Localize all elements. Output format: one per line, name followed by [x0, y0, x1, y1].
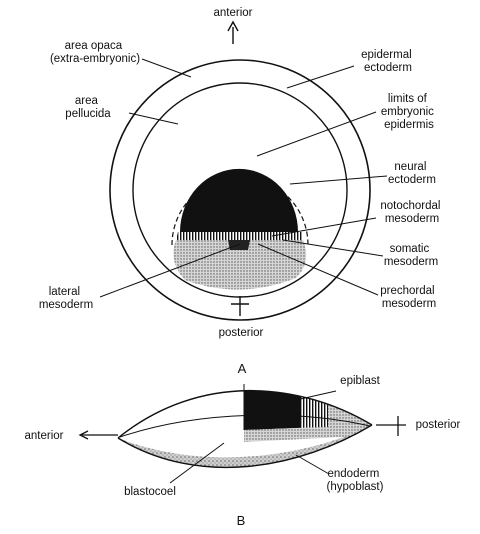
lateral-mesoderm-leader — [99, 243, 241, 298]
posterior-label-b: posterior — [416, 419, 461, 431]
neural-ectoderm-region — [180, 168, 298, 232]
area-opaca-leader — [141, 58, 192, 78]
anterior-label-a: anterior — [214, 7, 253, 19]
blastocoel-roof-line — [119, 414, 371, 438]
posterior-label-a: posterior — [219, 327, 264, 339]
prechordal-mesoderm-label: prechordal mesoderm — [380, 285, 438, 310]
anterior-arrowhead-b — [78, 430, 89, 440]
epiblast-leader — [273, 390, 337, 406]
area-opaca-ring — [109, 59, 371, 321]
blastocoel-leader — [169, 442, 225, 484]
prechordal-mesoderm-region — [228, 240, 250, 250]
blastoderm-outline-lower — [117, 424, 373, 469]
neural-ectoderm-leader — [289, 175, 388, 185]
blastoderm-outline-upper — [117, 389, 373, 439]
epiblast-label: epiblast — [340, 375, 380, 387]
area-opaca-label: area opaca (extra-embryonic) — [50, 40, 140, 65]
anterior-label-b: anterior — [25, 430, 64, 442]
epidermal-ectoderm-label: epidermal ectoderm — [361, 49, 415, 74]
notochordal-mesoderm-label: notochordal mesoderm — [380, 200, 443, 225]
limits-embryonic-epidermis-leader — [256, 111, 377, 157]
diagram-b: anterior posterior epiblast blastocoel e… — [25, 375, 461, 528]
anterior-arrowhead — [227, 20, 239, 32]
endoderm-label: endoderm (hypoblast) — [327, 468, 384, 493]
diagram-a: anterior posterior area opaca (extra-emb… — [39, 7, 443, 376]
prechordal-mesoderm-leader — [257, 243, 379, 296]
area-pellucida-label: area pellucida — [65, 95, 111, 120]
area-pellucida-leader — [128, 112, 179, 125]
notochordal-mesoderm-leader — [271, 217, 377, 237]
epiblast-black-block — [244, 390, 300, 430]
epidermal-ectoderm-leader — [286, 65, 355, 89]
limits-embryonic-epidermis-label: limits of embryonic epidermis — [381, 93, 437, 131]
neural-ectoderm-label: neural ectoderm — [388, 161, 436, 186]
lateral-mesoderm-label: lateral mesoderm — [39, 286, 93, 311]
somatic-mesoderm-region — [173, 240, 307, 290]
blastocoel-label: blastocoel — [124, 486, 176, 498]
endoderm-leader — [295, 454, 330, 475]
caption-b: B — [237, 513, 246, 528]
epiblast-dotted-tail — [328, 392, 372, 430]
endoderm-under-epiblast — [244, 425, 372, 442]
notochordal-mesoderm-region — [176, 232, 303, 240]
epiblast-striped-block — [300, 390, 328, 428]
caption-a: A — [238, 361, 247, 376]
somatic-mesoderm-label: somatic mesoderm — [384, 243, 438, 268]
somatic-mesoderm-leader — [282, 239, 384, 257]
